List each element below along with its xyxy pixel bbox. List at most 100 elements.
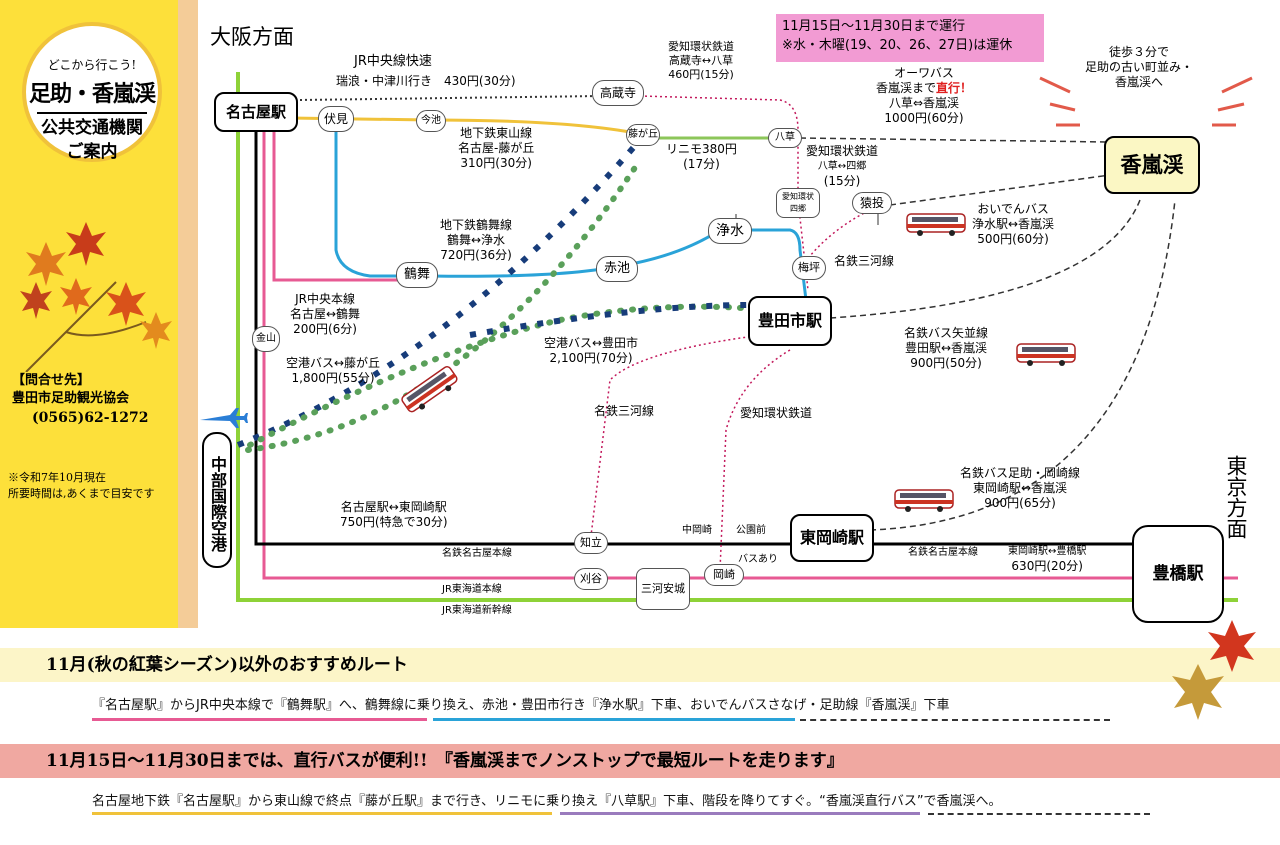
badge-imaike[interactable]: 今池 xyxy=(416,110,446,132)
label-linimo-2: (17分) xyxy=(683,157,720,171)
label-meitetsu-main: 名鉄名古屋本線 xyxy=(442,548,512,559)
label-nakaokazaki: 中岡崎 xyxy=(682,525,712,536)
label-oiden-bus: おいでんバス 浄水駅↔香嵐渓 500円(60分) xyxy=(972,202,1054,247)
label-jr-tokaido: JR東海道本線 xyxy=(442,584,502,595)
label-aikan-mid1: 愛知環状鉄道 xyxy=(806,144,879,158)
label-higashiyama-1: 地下鉄東山線 xyxy=(460,126,533,140)
label-oiden-2: 浄水駅↔香嵐渓 xyxy=(972,217,1055,231)
note-time: 所要時間は,あくまで目安です xyxy=(8,487,155,500)
badge-jousui[interactable]: 浄水 xyxy=(708,218,752,244)
station-toyohashi[interactable]: 豊橋駅 xyxy=(1132,525,1224,623)
badge-fushimi[interactable]: 伏見 xyxy=(318,106,354,132)
label-koenmae: 公園前 xyxy=(736,525,766,536)
label-nagoya-hoka-2: 750円(特急で30分) xyxy=(340,515,448,529)
label-owa-2b: 直行！ xyxy=(936,81,973,95)
airport-bus-fujigaoka-green xyxy=(245,157,643,453)
station-nagoya[interactable]: 名古屋駅 xyxy=(214,92,298,132)
label-yanami-3: 900円(50分) xyxy=(910,356,982,370)
label-higashiyama-3: 310円(30分) xyxy=(460,156,532,170)
oiden-bus-route xyxy=(889,174,1111,206)
label-owa-1: オーワバス xyxy=(894,66,954,80)
badge-sanage[interactable]: 猿投 xyxy=(852,192,892,214)
label-jr-chuo-1: JR中央本線 xyxy=(295,292,355,306)
note-date: ※令和7年10月現在 xyxy=(8,471,106,484)
label-yanami-1: 名鉄バス矢並線 xyxy=(904,326,989,340)
season-title: 11月15日～11月30日までは、直行バスが便利!! 『香嵐渓までノンストップで… xyxy=(46,751,844,771)
notice-box: 11月15日～11月30日まで運行 ※水・木曜(19、20、26、27日)は運休 xyxy=(776,14,1044,62)
airport-bus-fujigaoka xyxy=(236,138,643,448)
label-asuke-bus: 名鉄バス足助・岡崎線 東岡崎駅↔香嵐渓 900円(65分) xyxy=(960,466,1080,511)
label-owa-3: 八草⇔香嵐渓 xyxy=(888,96,960,110)
badge-okazaki[interactable]: 岡崎 xyxy=(704,564,744,586)
badge-kanayama[interactable]: 金山 xyxy=(252,326,280,352)
badge-mikawaanjo[interactable]: 三河安城 xyxy=(636,568,690,610)
off-season-title: 11月(秋の紅葉シーズン)以外のおすすめルート xyxy=(46,655,408,675)
label-aikan-top2: 高蔵寺↔八草 xyxy=(668,54,734,67)
badge-takakuraji[interactable]: 高蔵寺 xyxy=(592,80,644,106)
aikan-line xyxy=(639,95,809,291)
label-airport-bus2-1: 空港バス↔豊田市 xyxy=(544,336,639,350)
label-airport-bus2-2: 2,100円(70分) xyxy=(549,351,633,365)
badge-kariya[interactable]: 刈谷 xyxy=(574,568,608,590)
label-aikan-mid: 愛知環状鉄道 八草↔四郷 (15分) xyxy=(806,144,878,189)
label-jr-chuo-rapid: JR中央線快速 xyxy=(354,54,432,69)
station-chubu-airport[interactable]: 中部国際空港 xyxy=(202,432,232,568)
underline-jr-chuo xyxy=(92,718,427,721)
badge-akaike[interactable]: 赤池 xyxy=(596,256,638,282)
season-route-text: 名古屋地下鉄『名古屋駅』から東山線で終点『藤が丘駅』まで行き、リニモに乗り換え『… xyxy=(92,794,1002,809)
label-owa-4: 1000円(60分) xyxy=(884,111,964,125)
underline-higashiyama xyxy=(92,812,552,815)
contact-label: 【問合せ先】 xyxy=(12,373,91,388)
badge-chiryu[interactable]: 知立 xyxy=(574,532,608,554)
direction-osaka: 大阪方面 xyxy=(210,25,294,49)
jr-chuo-rapid-line xyxy=(299,95,601,101)
aikan-line-south xyxy=(719,349,791,571)
walk-line3: 香嵐渓へ xyxy=(1115,75,1164,89)
station-toyotashi[interactable]: 豊田市駅 xyxy=(748,296,832,346)
label-yanami-2: 豊田駅↔香嵐渓 xyxy=(904,341,988,355)
badge-yakusa[interactable]: 八草 xyxy=(768,128,802,148)
label-airport-bus-2: 1,800円(55分) xyxy=(291,371,375,385)
label-tsurumai-3: 720円(36分) xyxy=(440,248,512,262)
label-linimo-1: リニモ380円 xyxy=(666,142,737,156)
title-subtitle: どこから行こう! xyxy=(47,58,137,72)
badge-tsurumai[interactable]: 鶴舞 xyxy=(396,262,438,288)
underline-tsurumai xyxy=(433,718,795,721)
maple-leaf-corner-icon xyxy=(1172,620,1256,720)
label-airport-bus-toyota: 空港バス↔豊田市 2,100円(70分) xyxy=(544,336,638,366)
label-airport-bus-fujigaoka: 空港バス↔藤が丘 1,800円(55分) xyxy=(286,356,380,386)
station-higashiokazaki[interactable]: 東岡崎駅 xyxy=(790,514,874,562)
jr-shinkansen-line xyxy=(236,72,1238,602)
underline-oiden xyxy=(800,719,1110,721)
badge-aikan-yotsugo[interactable]: 愛知環状 四郷 xyxy=(776,188,820,218)
notice-line2: ※水・木曜(19、20、26、27日)は運休 xyxy=(782,38,1013,53)
title-badge: どこから行こう! 足助・香嵐渓 公共交通機関 ご案内 xyxy=(22,22,162,162)
station-kourankei[interactable]: 香嵐渓 xyxy=(1104,136,1200,194)
title-heading1: 公共交通機関 xyxy=(41,118,143,138)
badge-fujigaoka[interactable]: 藤が丘 xyxy=(626,124,660,146)
title-main: 足助・香嵐渓 xyxy=(28,81,156,107)
label-nagoya-higashiokazaki: 名古屋駅↔東岡崎駅 750円(特急で30分) xyxy=(340,500,448,530)
label-asuke-1: 名鉄バス足助・岡崎線 xyxy=(960,466,1081,480)
airplane-icon xyxy=(200,408,248,428)
label-jr-shinkansen: JR東海道新幹線 xyxy=(442,605,512,616)
label-aikan-mid3: (15分) xyxy=(823,174,861,188)
airport-bus-toyota-navy xyxy=(469,302,751,338)
sunburst-icon xyxy=(1039,76,1253,127)
label-aikan-mid2: 八草↔四郷 xyxy=(817,161,867,172)
label-asuke-2: 東岡崎駅↔香嵐渓 xyxy=(972,481,1068,495)
underline-linimo xyxy=(560,812,920,815)
label-hoka-toyo-1: 東岡崎駅↔豊橋駅 xyxy=(1008,546,1087,557)
off-season-band xyxy=(0,648,1280,682)
label-aikan-top: 愛知環状鉄道 高蔵寺↔八草 460円(15分) xyxy=(668,40,734,82)
badge-umetsubo[interactable]: 梅坪 xyxy=(792,256,826,280)
walk-line1: 徒歩３分で xyxy=(1109,45,1170,59)
higashiyama-subway-line xyxy=(289,116,631,134)
label-aikan-low: 愛知環状鉄道 xyxy=(740,406,813,420)
label-jr-chuo-main: JR中央本線 名古屋↔鶴舞 200円(6分) xyxy=(290,292,360,337)
notice-line1: 11月15日～11月30日まで運行 xyxy=(782,19,966,34)
label-meitetsu-mikawa: 名鉄三河線 xyxy=(834,254,895,268)
bus-icon-asuke xyxy=(894,489,954,512)
label-bus-ari: バスあり xyxy=(738,554,778,565)
label-tsurumai-2: 鶴舞↔浄水 xyxy=(446,233,506,247)
